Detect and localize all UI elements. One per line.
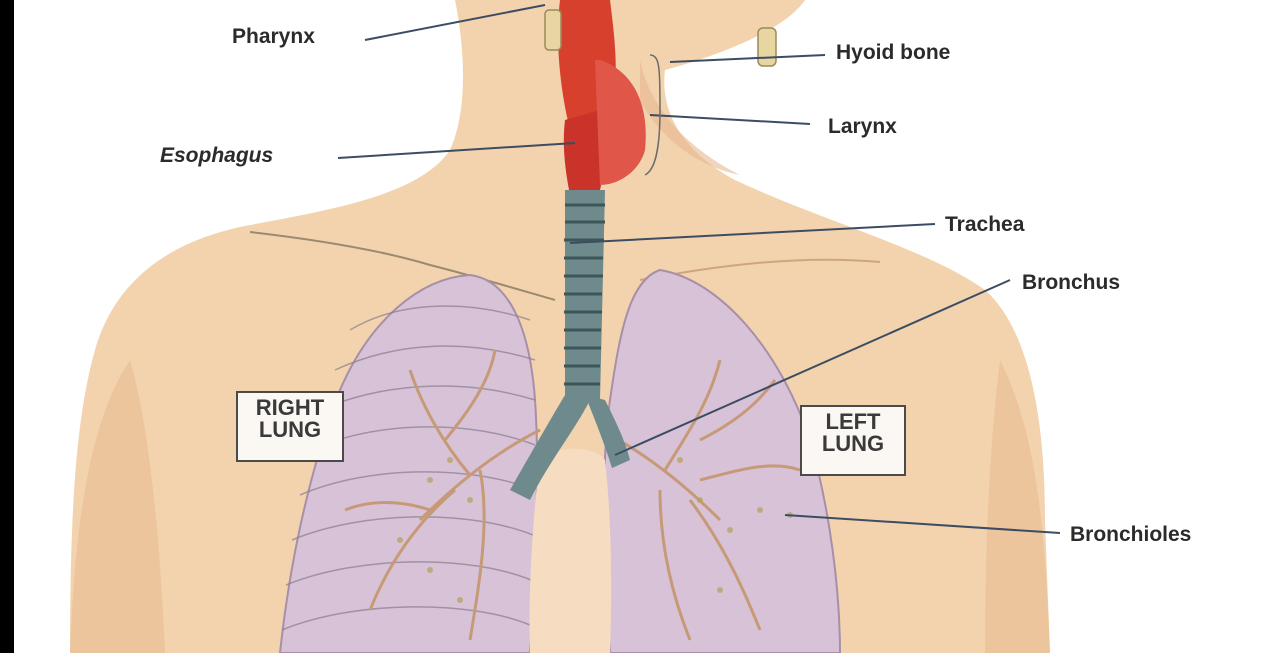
right-lung-line1: RIGHT — [244, 397, 336, 419]
left-lung-line1: LEFT — [808, 411, 898, 433]
hyoid-bone — [758, 28, 776, 66]
trachea — [564, 190, 605, 400]
mediastinum — [529, 449, 611, 653]
left-lung-line2: LUNG — [808, 433, 898, 455]
label-bronchioles: Bronchioles — [1070, 524, 1191, 545]
label-larynx: Larynx — [828, 116, 897, 137]
pharynx-cartilage — [545, 10, 561, 50]
right-lung-line2: LUNG — [244, 419, 336, 441]
label-hyoid-bone: Hyoid bone — [836, 42, 950, 63]
label-bronchus: Bronchus — [1022, 272, 1120, 293]
label-pharynx: Pharynx — [232, 26, 315, 47]
label-right-lung: RIGHT LUNG — [236, 391, 344, 462]
label-left-lung: LEFT LUNG — [800, 405, 906, 476]
label-trachea: Trachea — [945, 214, 1024, 235]
label-esophagus: Esophagus — [160, 145, 273, 166]
left-frame — [0, 0, 14, 653]
